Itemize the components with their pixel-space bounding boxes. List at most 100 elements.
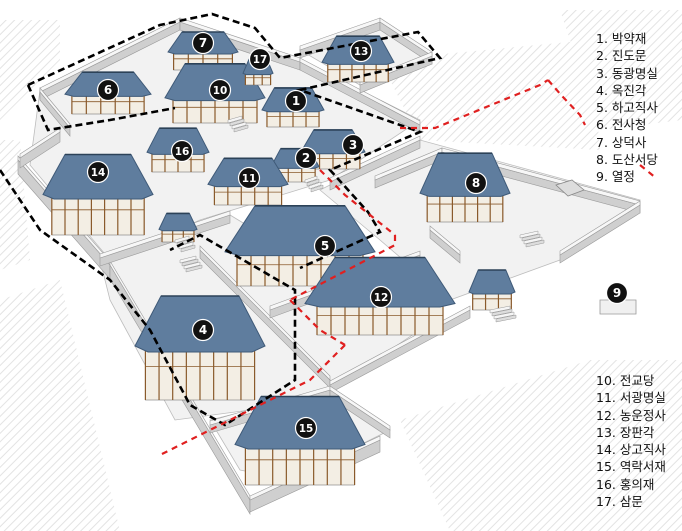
legend-item: 4. 옥진각	[596, 82, 647, 98]
marker-label: 11	[242, 173, 257, 185]
marker-label: 3	[349, 138, 357, 152]
marker-8: 8	[464, 171, 488, 195]
legend-item: 1. 박약재	[596, 31, 647, 46]
red-boundary-far-east	[639, 164, 657, 179]
stairs-mid-step	[181, 258, 199, 267]
marker-label: 17	[253, 54, 268, 66]
marker-label: 2	[302, 151, 310, 165]
legend-item: 10. 전교당	[596, 373, 655, 388]
stairs-dosan-step	[523, 236, 543, 245]
marker-circle	[349, 39, 373, 63]
stairs-dosan-step	[519, 230, 539, 239]
yeokrak-wall-e-top	[329, 385, 391, 431]
marker-circle	[341, 133, 365, 157]
red-boundary-ne	[400, 79, 549, 130]
legend-item: 7. 상덕사	[596, 134, 647, 150]
legend-item: 6. 전사청	[596, 117, 647, 133]
stairs-east-step	[489, 305, 511, 314]
hatch-area	[400, 360, 682, 531]
legend-item: 15. 역락서재	[596, 459, 666, 475]
red-boundary-center	[319, 169, 396, 236]
red-boundary-south	[159, 344, 346, 456]
stairs-east-step	[491, 308, 513, 317]
upper-west-wall-top	[39, 87, 71, 129]
marker-label: 13	[354, 46, 369, 58]
legend-group-2: 10. 전교당 11. 서광명실 12. 농운정사 13. 장판각 14. 상고…	[596, 372, 666, 510]
marker-label: 16	[175, 146, 190, 158]
dosan-wall-w-top	[429, 225, 461, 256]
hatch-area	[0, 20, 60, 120]
building-11	[207, 157, 289, 206]
marker-circle	[86, 160, 110, 184]
marker-circle	[96, 78, 120, 102]
marker-label: 4	[199, 323, 207, 337]
marker-label: 9	[613, 286, 621, 300]
red-boundary-e	[547, 79, 586, 126]
legend-item: 3. 동광명실	[596, 65, 658, 81]
legend-group-1: 1. 박약재 2. 진도문 3. 동광명실 4. 옥진각 5. 하고직사 6. …	[596, 30, 658, 186]
legend-item: 14. 상고직사	[596, 442, 666, 458]
legend-item: 8. 도산서당	[596, 152, 658, 168]
building-8	[419, 152, 511, 223]
marker-15: 15	[294, 416, 318, 440]
marker-label: 1	[292, 94, 300, 108]
legend-item: 16. 홍의재	[596, 476, 655, 492]
building-15	[234, 395, 366, 486]
stairs-west-step	[178, 241, 194, 250]
marker-10: 10	[208, 78, 232, 102]
hatch-area	[380, 40, 600, 150]
marker-14: 14	[86, 160, 110, 184]
small-pit	[555, 179, 585, 197]
marker-circle	[248, 47, 272, 71]
stairs-mid-step	[179, 255, 197, 264]
stairs-jeongyodang-step	[227, 115, 243, 124]
stairs-jeongyodang-step	[233, 124, 249, 133]
marker-circle	[313, 234, 337, 258]
marker-circle	[170, 139, 194, 163]
stairs-front	[304, 175, 324, 193]
marker-circle	[284, 89, 308, 113]
north-west-wall-top	[19, 127, 61, 159]
inner-mid-wall-top	[199, 245, 331, 381]
stairs-front-step	[310, 184, 324, 193]
marker-4: 4	[191, 318, 215, 342]
dosan-wall-se-top	[559, 200, 641, 256]
stairs-mid	[179, 255, 203, 273]
marker-label: 8	[472, 176, 480, 190]
stairs-dosan	[519, 230, 545, 248]
stairs-east	[489, 305, 517, 323]
hatched-background	[0, 10, 682, 531]
stairs-jeongyodang-step	[229, 118, 245, 127]
stairs-jeongyodang	[227, 115, 249, 133]
marker-9: 9	[605, 281, 629, 305]
marker-label: 6	[104, 83, 112, 97]
marker-circle	[191, 31, 215, 55]
stairs-west-step	[174, 235, 190, 244]
red-boundary-mid2	[289, 299, 346, 346]
marker-circle	[208, 78, 232, 102]
marker-5: 5	[313, 234, 337, 258]
legend-item: 5. 하고직사	[596, 100, 658, 116]
black-boundary-west	[0, 169, 297, 427]
red-boundary-mid	[289, 235, 397, 301]
marker-7: 7	[191, 31, 215, 55]
marker-circle	[464, 171, 488, 195]
marker-label: 5	[321, 239, 329, 253]
legend-item: 17. 삼문	[596, 494, 643, 510]
marker-13: 13	[349, 39, 373, 63]
marker-circle	[369, 285, 393, 309]
marker-label: 12	[374, 292, 389, 304]
building-4	[134, 295, 266, 401]
marker-12: 12	[369, 285, 393, 309]
legend-item: 11. 서광명실	[596, 390, 666, 406]
stairs-mid-step	[183, 261, 201, 270]
stairs-jeongyodang-step	[231, 121, 247, 130]
marker-label: 7	[199, 36, 207, 50]
marker-3: 3	[341, 133, 365, 157]
small-gate-west	[158, 212, 198, 243]
stairs-west-step	[180, 244, 196, 253]
marker-label: 10	[213, 85, 228, 97]
